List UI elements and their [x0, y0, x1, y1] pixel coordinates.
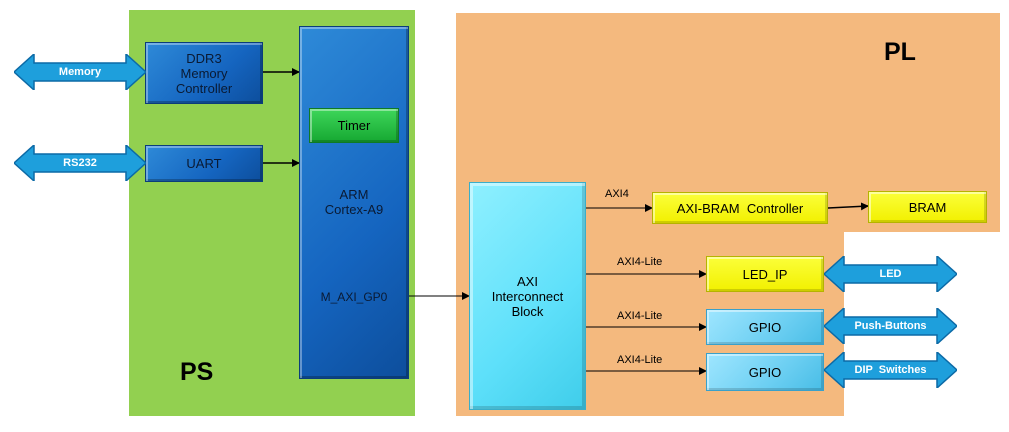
push-buttons-bidirectional-arrow: Push-Buttons	[824, 308, 957, 344]
gpio-block-push-buttons: GPIO	[706, 309, 824, 345]
m-axi-gp0-label: M_AXI_GP0	[320, 290, 388, 304]
ddr3-line-3: Controller	[175, 80, 233, 96]
axi-bram-controller-label: AXI-BRAM Controller	[676, 200, 804, 216]
double-arrow-icon	[14, 54, 146, 90]
led-label: LED	[879, 268, 902, 280]
rs232-label: RS232	[63, 157, 97, 169]
double-arrow-icon	[824, 352, 957, 388]
uart-label: UART	[186, 156, 222, 171]
axi4-lite-wire-label-1: AXI4-Lite	[617, 256, 663, 268]
ddr3-memory-controller-block: DDR3 Memory Controller	[145, 42, 263, 104]
timer-label: Timer	[337, 118, 371, 133]
timer-block: Timer	[309, 108, 399, 143]
bram-link	[820, 202, 869, 213]
dip-switches-label: DIP Switches	[854, 364, 927, 376]
axi4-lite-wire-label-2: AXI4-Lite	[617, 310, 663, 322]
pl-label: PL	[884, 38, 916, 66]
gpio-label-2: GPIO	[748, 364, 782, 380]
led-bidirectional-arrow: LED	[824, 256, 957, 292]
gpio-block-dip-switches: GPIO	[706, 353, 824, 391]
memory-bidirectional-arrow: Memory	[14, 54, 146, 90]
axi-line-3: Block	[511, 303, 544, 319]
double-arrow-icon	[824, 256, 957, 292]
memory-label: Memory	[58, 66, 102, 78]
bram-block: BRAM	[868, 191, 987, 223]
axi4-wire-label: AXI4	[605, 188, 629, 200]
push-buttons-label: Push-Buttons	[854, 320, 927, 332]
arm-line-1: ARM	[339, 187, 369, 202]
axi-bram-controller-block: AXI-BRAM Controller	[652, 192, 828, 224]
axi-line-1: AXI	[517, 273, 538, 289]
bram-label: BRAM	[908, 199, 947, 215]
uart-block: UART	[145, 145, 263, 182]
led-ip-label: LED_IP	[742, 266, 788, 282]
ddr3-line-1: DDR3	[186, 50, 222, 66]
arm-cortex-a9-block: ARM Cortex-A9 M_AXI_GP0	[299, 26, 409, 379]
axi-line-2: Interconnect	[491, 288, 564, 304]
led-ip-block: LED_IP	[706, 256, 824, 292]
double-arrow-icon	[824, 308, 957, 344]
arm-line-2: Cortex-A9	[324, 202, 384, 217]
axi-interconnect-block: AXI Interconnect Block	[469, 182, 586, 410]
axi4-lite-wire-label-3: AXI4-Lite	[617, 354, 663, 366]
rs232-bidirectional-arrow: RS232	[14, 145, 146, 181]
gpio-label-1: GPIO	[748, 319, 782, 335]
ddr3-line-2: Memory	[180, 65, 228, 81]
dip-switches-bidirectional-arrow: DIP Switches	[824, 352, 957, 388]
double-arrow-icon	[14, 145, 146, 181]
ps-label: PS	[180, 358, 214, 386]
